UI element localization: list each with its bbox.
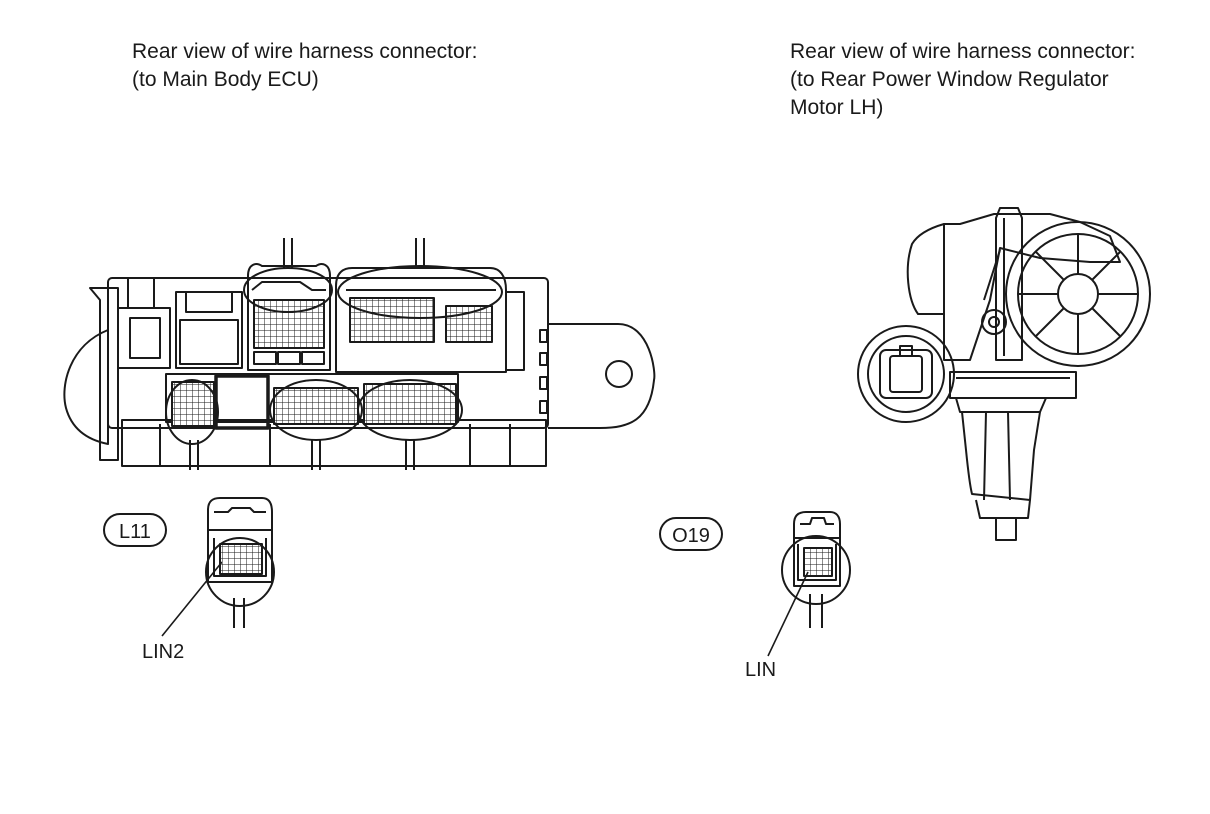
caption-main-body-ecu: Rear view of wire harness connector: (to… [132,38,592,94]
caption-left-line1: Rear view of wire harness connector: [132,40,478,63]
pin-label-lin2: LIN2 [142,641,184,663]
pin-label-lin: LIN [745,659,776,681]
caption-right-line2: (to Rear Power Window Regulator [790,68,1109,91]
main-body-ecu-illustration [63,238,656,470]
connector-code-bubble-o19 [659,517,723,551]
connector-l11-illustration [161,497,275,637]
caption-power-window-motor: Rear view of wire harness connector: (to… [790,38,1200,122]
power-window-motor-illustration [857,207,1151,541]
connector-code-bubble-l11 [103,513,167,547]
connector-code-l11: L11 [119,521,151,543]
caption-left-line2: (to Main Body ECU) [132,68,319,91]
connector-code-o19: O19 [672,525,710,547]
caption-right-line3: Motor LH) [790,96,884,119]
connector-o19-illustration [767,511,851,657]
caption-right-line1: Rear view of wire harness connector: [790,40,1136,63]
